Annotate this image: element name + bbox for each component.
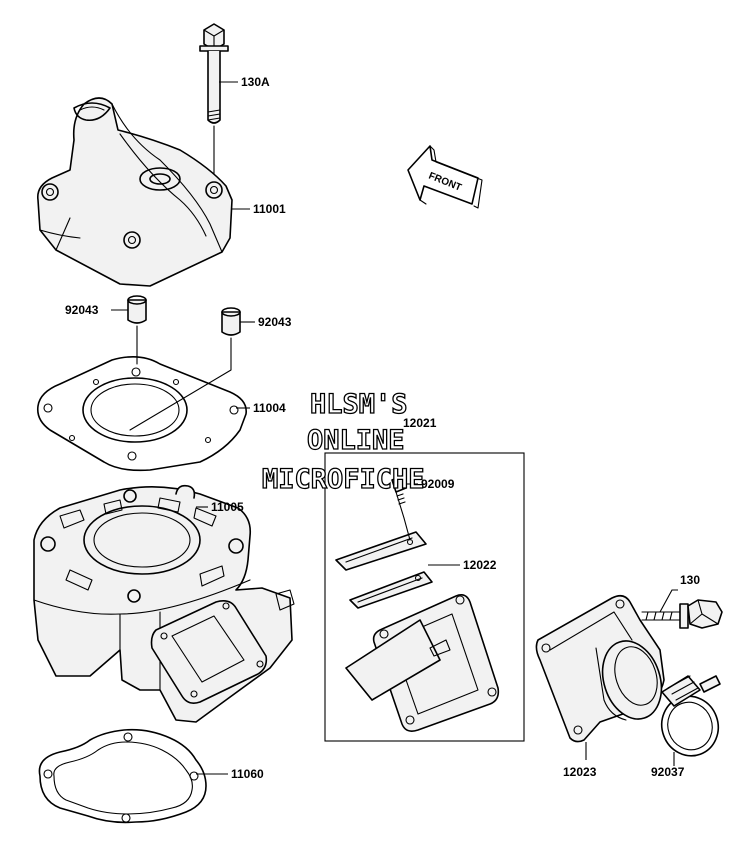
screw-92009 [391, 475, 407, 519]
hose-clamp-92037 [660, 675, 721, 757]
watermark-line-1: HLSM'S [310, 389, 408, 420]
reed-petal-12022 [349, 571, 433, 609]
callout-11060: 11060 [231, 767, 264, 781]
callout-11001: 11001 [253, 202, 286, 216]
callout-92009: 92009 [421, 477, 455, 491]
callout-92043-left: 92043 [65, 303, 99, 317]
callout-12022: 12022 [463, 558, 497, 572]
head-gasket-11004 [36, 356, 247, 472]
bolt-130a [199, 23, 229, 183]
front-direction-arrow: FRONT [407, 145, 483, 209]
reed-valve-assy-box [324, 452, 525, 742]
intake-pipe-12023 [535, 594, 665, 743]
reed-stopper-plate [335, 517, 427, 571]
callout-92037: 92037 [651, 765, 685, 779]
base-gasket-11060 [38, 728, 207, 824]
reed-cage [345, 594, 500, 732]
callout-92043-right: 92043 [258, 315, 292, 329]
watermark-line-3: MICROFICHE [262, 464, 425, 495]
dowel-pin-right [129, 307, 241, 431]
watermark: HLSM'S ONLINE MICROFICHE [261, 388, 425, 495]
callout-labels: 130A 11001 92043 92043 11004 11005 12021… [65, 75, 700, 781]
callout-11004: 11004 [253, 401, 286, 415]
cylinder-11005 [33, 484, 295, 723]
callout-12023: 12023 [563, 765, 597, 779]
callout-12021: 12021 [403, 416, 437, 430]
callout-130a: 130A [241, 75, 270, 89]
front-label: FRONT [427, 171, 463, 194]
cylinder-head-11001 [36, 97, 233, 287]
callout-11005: 11005 [211, 500, 244, 514]
dowel-pin-left [127, 295, 147, 324]
watermark-line-2: ONLINE [307, 425, 405, 456]
bolt-130 [641, 599, 723, 629]
callout-130: 130 [680, 573, 700, 587]
leader-lines [111, 81, 678, 775]
